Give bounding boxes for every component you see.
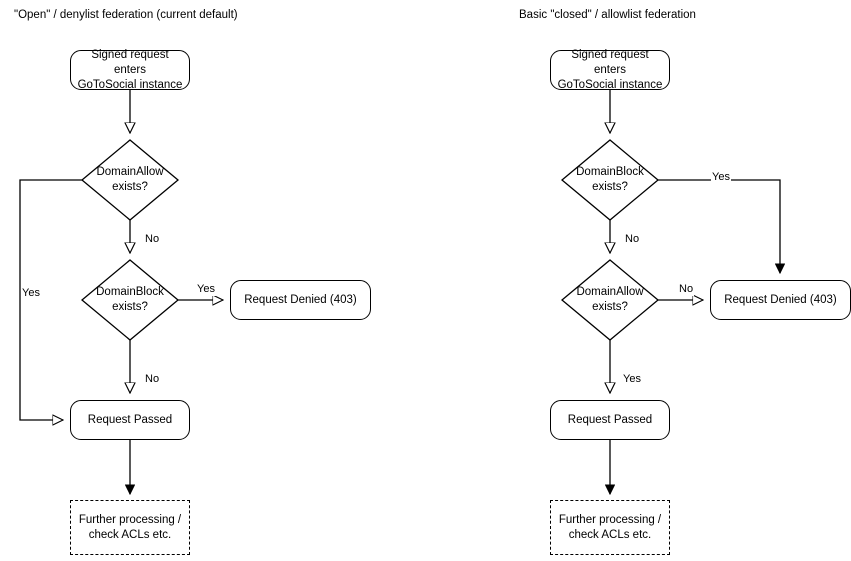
node-request-denied-left: Request Denied (403) [230,280,371,320]
node-further-processing-right-label: Further processing / check ACLs etc. [558,513,662,541]
node-decision-domain-allow-left: DomainAllow exists? [82,162,178,198]
edge-label-block-yes-left: Yes [196,283,216,296]
node-request-denied-right: Request Denied (403) [710,280,851,320]
node-further-processing-left: Further processing / check ACLs etc. [70,500,190,555]
node-decision-domain-block-right: DomainBlock exists? [562,162,658,198]
edge-label-allow-no-right: No [678,283,695,296]
edge-label-allow-yes-right: Yes [622,373,642,386]
node-decision-domain-allow-right-label: DomainAllow exists? [576,286,644,313]
edge-allow-yes-left [19,179,82,420]
edge-label-block-no-right: No [624,233,641,246]
node-decision-domain-allow-right: DomainAllow exists? [562,282,658,318]
edge-block-yes-right [658,179,780,273]
node-decision-domain-block-left: DomainBlock exists? [82,282,178,318]
node-entry-left: Signed request enters GoToSocial instanc… [70,48,190,91]
node-decision-domain-block-right-label: DomainBlock exists? [576,166,644,193]
edge-label-block-no-left: No [144,373,161,386]
node-further-processing-left-label: Further processing / check ACLs etc. [78,513,182,541]
node-request-denied-right-label: Request Denied (403) [724,293,837,306]
node-further-processing-right: Further processing / check ACLs etc. [550,500,670,555]
node-decision-domain-allow-left-label: DomainAllow exists? [96,166,164,193]
edge-label-block-yes-right: Yes [711,171,731,184]
node-entry-right: Signed request enters GoToSocial instanc… [550,48,670,91]
node-decision-domain-block-left-label: DomainBlock exists? [96,286,164,313]
node-request-denied-left-label: Request Denied (403) [244,293,357,306]
node-request-passed-right: Request Passed [550,400,670,440]
node-request-passed-left-label: Request Passed [87,413,173,426]
node-entry-right-label: Signed request enters GoToSocial instanc… [557,48,663,91]
node-request-passed-left: Request Passed [70,400,190,440]
diagram-title-right: Basic "closed" / allowlist federation [519,9,696,21]
node-request-passed-right-label: Request Passed [567,413,653,426]
node-entry-left-label: Signed request enters GoToSocial instanc… [77,48,183,91]
diagram-title-left: "Open" / denylist federation (current de… [14,9,238,21]
edge-label-allow-no-left: No [144,233,161,246]
edge-label-allow-yes-left: Yes [21,287,41,300]
